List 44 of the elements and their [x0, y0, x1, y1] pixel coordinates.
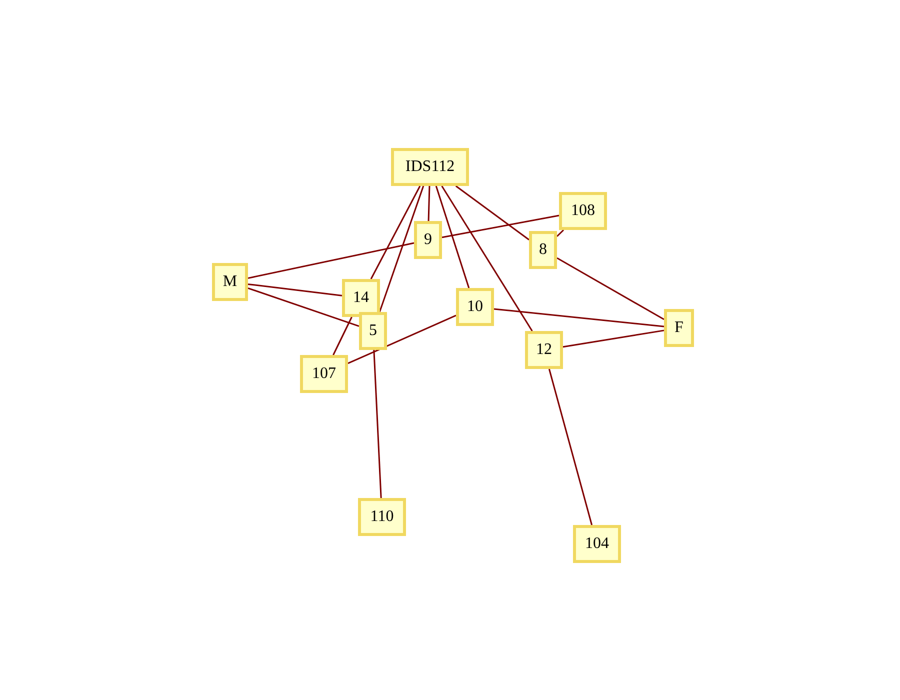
node-label: 110	[370, 508, 394, 526]
node-label: 8	[539, 241, 547, 259]
connector-line	[248, 283, 342, 296]
node-label: 104	[585, 535, 609, 553]
node-box	[456, 288, 494, 326]
connector-line	[556, 229, 564, 237]
node-label: 9	[424, 231, 432, 249]
connector-line	[442, 214, 560, 238]
connector-line	[562, 330, 664, 348]
connector-line	[248, 287, 360, 327]
node-box	[559, 192, 607, 230]
node-box	[359, 312, 387, 350]
node-box	[342, 279, 380, 317]
node-label: 108	[571, 202, 595, 220]
connector-line	[428, 186, 430, 222]
node-label: 10	[467, 298, 483, 316]
connector-line	[332, 316, 352, 356]
node-label: 14	[353, 289, 369, 307]
node-box	[391, 148, 469, 186]
connector-line	[370, 186, 421, 280]
node-box	[212, 263, 248, 301]
node-box	[573, 525, 621, 563]
connector-line	[373, 350, 382, 498]
node-box	[300, 355, 348, 393]
connector-line	[494, 308, 664, 328]
connector-line	[548, 368, 593, 526]
connector-line	[248, 242, 414, 279]
connector-line	[378, 186, 424, 312]
connector-line	[455, 185, 530, 240]
node-label: IDS112	[405, 158, 455, 176]
node-label: 5	[369, 322, 377, 340]
node-box	[664, 309, 694, 347]
node-label: 107	[312, 365, 336, 383]
node-label: 12	[536, 341, 552, 359]
node-label: M	[222, 273, 238, 291]
connector-line	[441, 186, 533, 332]
node-label: F	[674, 319, 684, 337]
node-box	[529, 231, 557, 269]
node-box	[525, 331, 563, 369]
node-box	[414, 221, 442, 259]
connector-line	[556, 257, 664, 320]
connector-line	[348, 314, 456, 364]
connector-line	[435, 186, 470, 288]
node-box	[358, 498, 406, 536]
